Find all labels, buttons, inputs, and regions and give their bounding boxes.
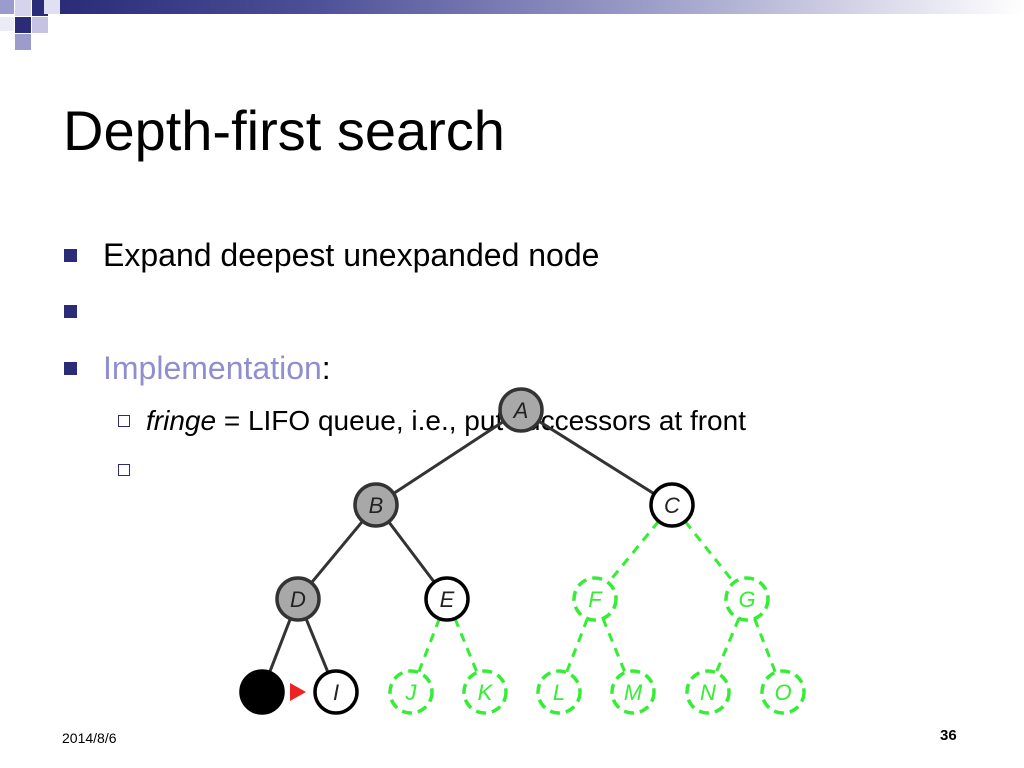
node-circle: [685, 669, 731, 715]
header-gradient-bar: [60, 0, 1024, 14]
tree-edge: [537, 419, 656, 496]
deco-square: [0, 0, 14, 14]
tree-edge: [310, 520, 364, 584]
tree-node-e: E: [424, 576, 470, 622]
node-label: I: [333, 680, 339, 705]
square-bullet-icon: [64, 248, 77, 262]
node-label: E: [440, 587, 455, 612]
deco-square: [15, 34, 31, 50]
bullet-item: Implementation:: [64, 348, 331, 388]
node-label: L: [553, 680, 565, 705]
tree-node-g: G: [724, 576, 770, 622]
current-node-pointer-icon: [290, 683, 306, 701]
tree-node-i: I: [313, 669, 359, 715]
node-label: D: [290, 587, 306, 612]
tree-node-j: J: [388, 669, 434, 715]
deco-square: [0, 17, 14, 31]
node-circle: [313, 669, 359, 715]
node-circle: [353, 482, 399, 528]
tree-edge: [304, 617, 330, 674]
tree-node-m: M: [610, 669, 656, 715]
node-label: J: [405, 680, 418, 705]
node-circle: [649, 482, 695, 528]
deco-square: [15, 0, 31, 16]
node-circle: [424, 576, 470, 622]
node-circle: [239, 669, 285, 715]
tree-node-o: O: [760, 669, 806, 715]
sub-bullet-text: = LIFO queue, i.e., put successors at fr…: [216, 405, 746, 436]
bullet-item: Expand deepest unexpanded node: [64, 235, 599, 275]
node-label: K: [478, 680, 494, 705]
tree-edge: [565, 618, 589, 673]
node-label: M: [624, 680, 643, 705]
tree-edge: [387, 520, 436, 584]
node-circle: [275, 576, 321, 622]
deco-square: [32, 34, 48, 50]
tree-node-a: A: [498, 387, 544, 433]
search-tree-diagram: A B C D E F G I J K L M N O: [239, 387, 806, 715]
node-circle: [498, 387, 544, 433]
tree-node-h: [239, 669, 285, 715]
tree-edge: [607, 520, 660, 584]
tree-node-k: K: [462, 669, 508, 715]
node-circle: [610, 669, 656, 715]
fringe-term: fringe: [146, 405, 217, 436]
square-bullet-icon: [64, 304, 77, 318]
node-label: N: [700, 680, 716, 705]
tree-edge: [392, 420, 505, 495]
deco-square: [44, 0, 60, 14]
tree-node-l: L: [536, 669, 582, 715]
sub-bullet-item: [118, 452, 146, 488]
node-label: F: [588, 587, 603, 612]
slide-title: Depth-first search: [63, 99, 505, 162]
tree-node-c: C: [649, 482, 695, 528]
tree-node-n: N: [685, 669, 731, 715]
deco-square: [32, 17, 48, 33]
hollow-square-bullet-icon: [118, 415, 130, 427]
node-circle: [760, 669, 806, 715]
node-label: G: [738, 587, 755, 612]
node-circle: [536, 669, 582, 715]
tree-edge: [268, 618, 292, 673]
tree-node-d: D: [275, 576, 321, 622]
tree-node-b: B: [353, 482, 399, 528]
tree-edge: [601, 617, 627, 674]
bullet-item: [64, 291, 103, 331]
node-label: C: [664, 493, 680, 518]
node-circle: [572, 576, 618, 622]
bullet-suffix: :: [321, 349, 331, 386]
tree-node-f: F: [572, 576, 618, 622]
square-bullet-icon: [64, 361, 77, 375]
tree-edge: [417, 618, 441, 673]
node-label: A: [512, 398, 529, 423]
deco-square: [15, 17, 31, 33]
implementation-link[interactable]: Implementation: [103, 349, 322, 386]
tree-edge: [683, 520, 736, 584]
page-number: 36: [940, 727, 957, 744]
tree-edge: [453, 617, 479, 674]
tree-edge: [753, 618, 777, 673]
node-label: O: [774, 680, 791, 705]
node-circle: [724, 576, 770, 622]
footer-date: 2014/8/6: [62, 730, 117, 746]
node-circle: [462, 669, 508, 715]
node-circle: [388, 669, 434, 715]
bullet-text: Expand deepest unexpanded node: [103, 236, 600, 273]
tree-edge: [714, 617, 741, 674]
node-label: B: [369, 493, 384, 518]
hollow-square-bullet-icon: [118, 464, 130, 476]
sub-bullet-item: fringe = LIFO queue, i.e., put successor…: [118, 403, 746, 439]
